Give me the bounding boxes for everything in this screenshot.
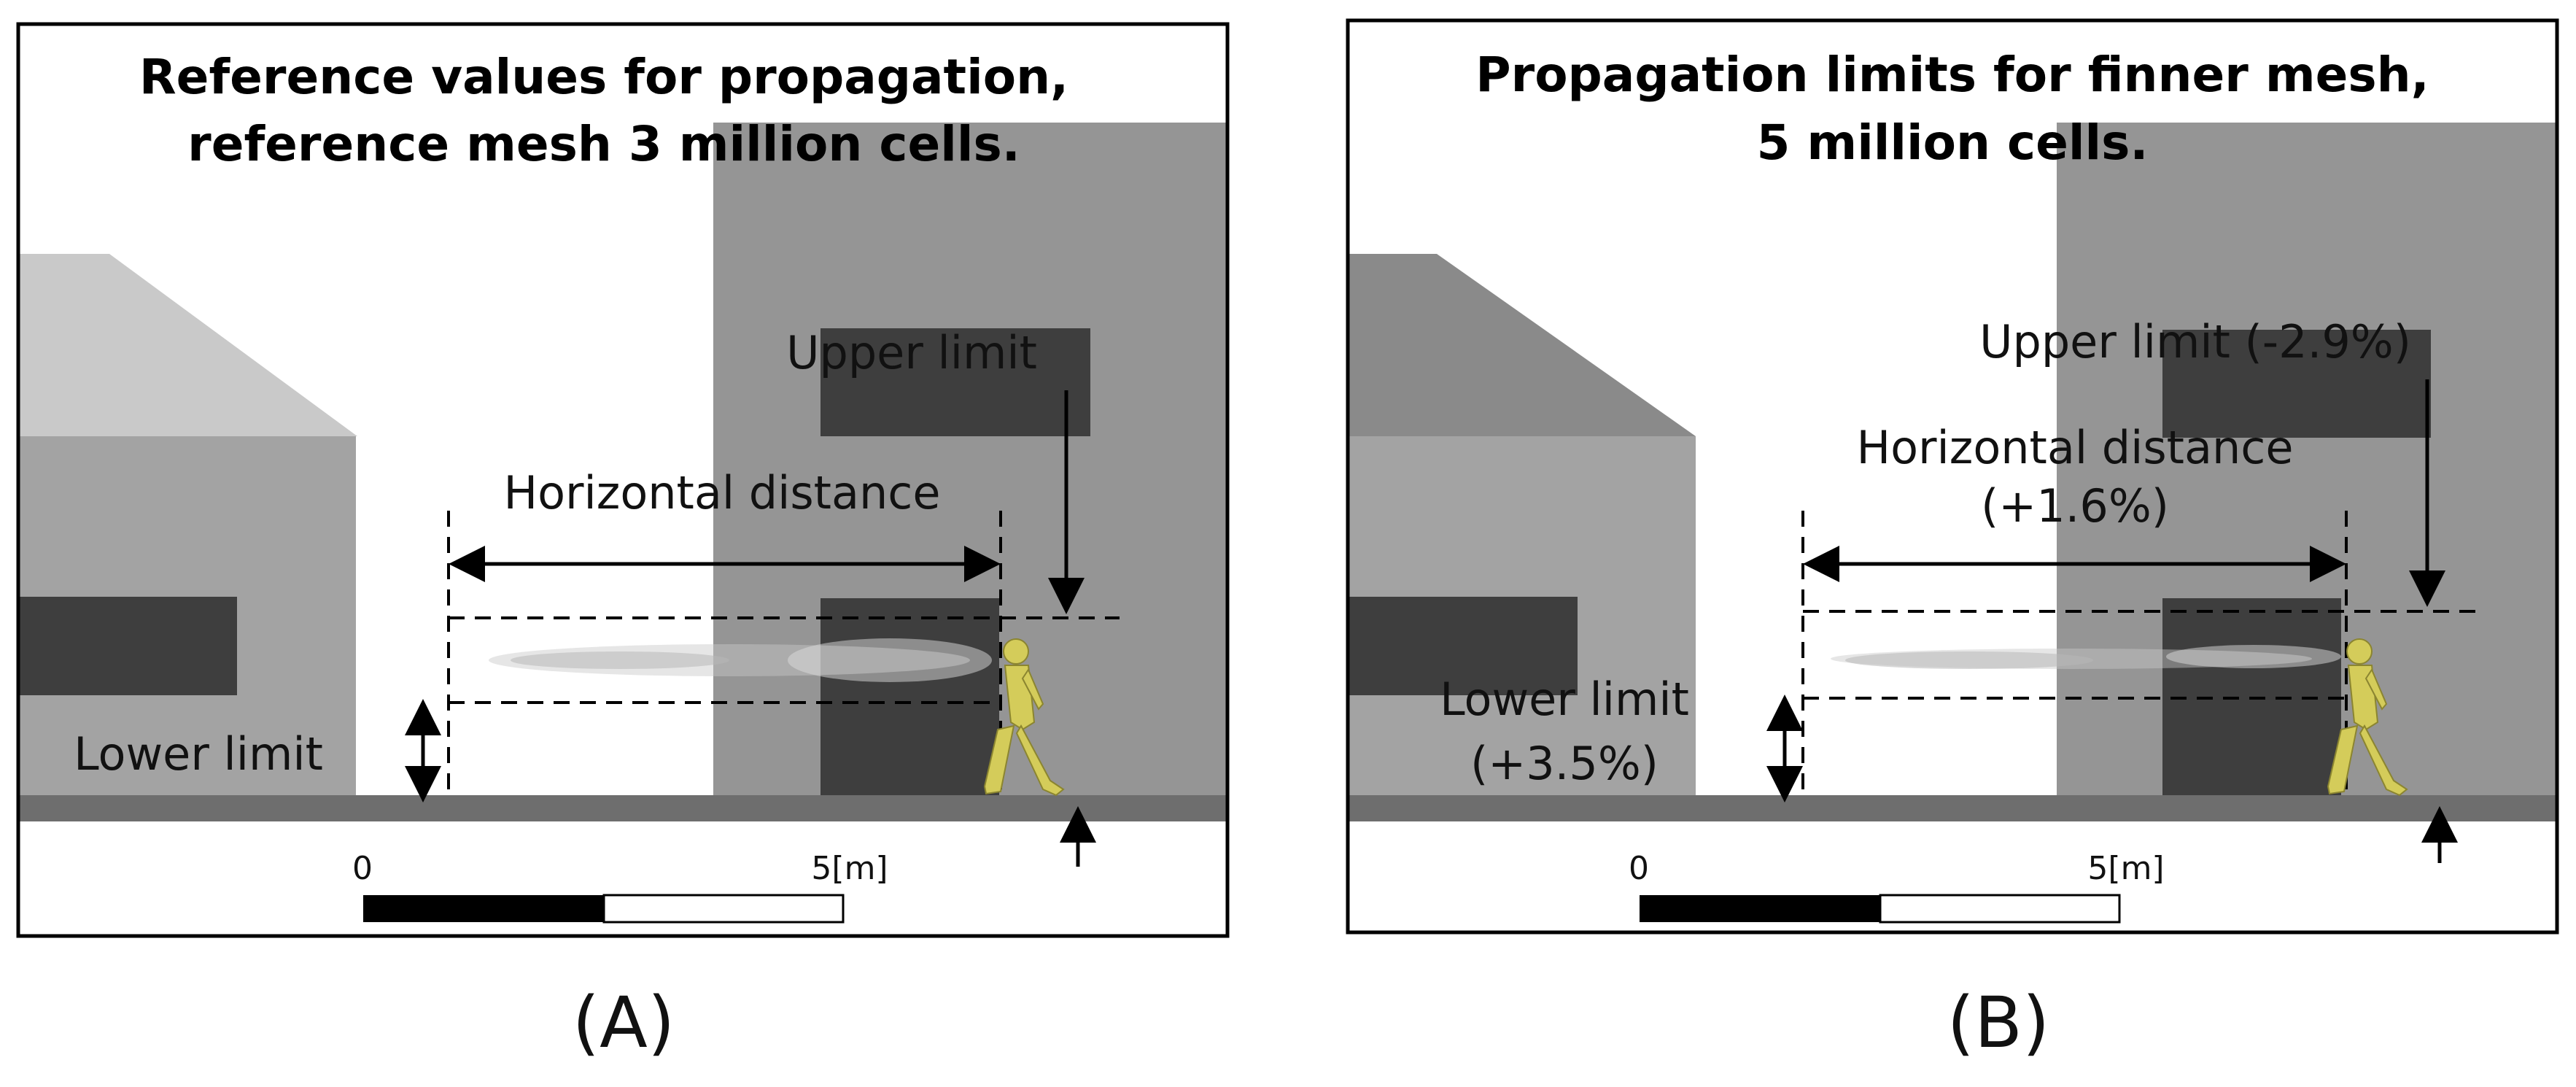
street [1348,795,2557,821]
door [2162,598,2341,816]
pedestrian-icon [2327,638,2408,797]
upper-window [820,328,1090,436]
left-building-window [1348,597,1578,695]
scale-end-label: 5[m] [2087,850,2164,887]
left-building-roof [18,254,357,436]
panel-a-title-line1: Reference values for propagation, [139,49,1068,105]
scale-bar [1640,894,2121,924]
panel-b-title-line1: Propagation limits for finner mesh, [1475,47,2429,103]
panel-a: 0 5[m] Reference values for propagation,… [16,22,1230,1064]
panel-a-caption: (A) [573,982,675,1064]
lower-limit-label-line2: (+3.5%) [1470,737,1659,790]
panel-b-caption: (B) [1947,982,2050,1064]
arrows [1766,379,2458,863]
upper-window [2162,330,2431,438]
scale-start-label: 0 [1629,850,1649,887]
pedestrian-icon [983,638,1065,797]
panel-b: 0 5[m] Propagation limits for finner mes… [1346,18,2559,1064]
horizontal-distance-label: Horizontal distance [504,466,941,519]
horizontal-distance-label-line1: Horizontal distance [1857,421,2294,474]
scale-end-label: 5[m] [811,850,888,887]
street [18,795,1227,821]
panel-a-title-line2: reference mesh 3 million cells. [187,116,1020,172]
scale-start-label: 0 [352,850,373,887]
left-building-window [18,597,237,695]
left-building-roof [1348,254,1696,436]
lower-limit-label-line1: Lower limit [1440,673,1689,726]
horizontal-distance-label-line2: (+1.6%) [1981,479,2169,533]
lower-limit-label: Lower limit [74,727,323,781]
panel-b-border [1346,18,2559,935]
arrows [405,390,1096,867]
upper-limit-label: Upper limit [786,326,1037,379]
panel-a-border [16,22,1230,938]
door [820,598,999,816]
particle-cloud [489,638,992,682]
scale-bar [363,894,845,924]
particle-cloud [1831,645,2341,669]
panel-b-title-line2: 5 million cells. [1757,115,2149,171]
upper-limit-label: Upper limit (-2.9%) [1979,315,2411,368]
